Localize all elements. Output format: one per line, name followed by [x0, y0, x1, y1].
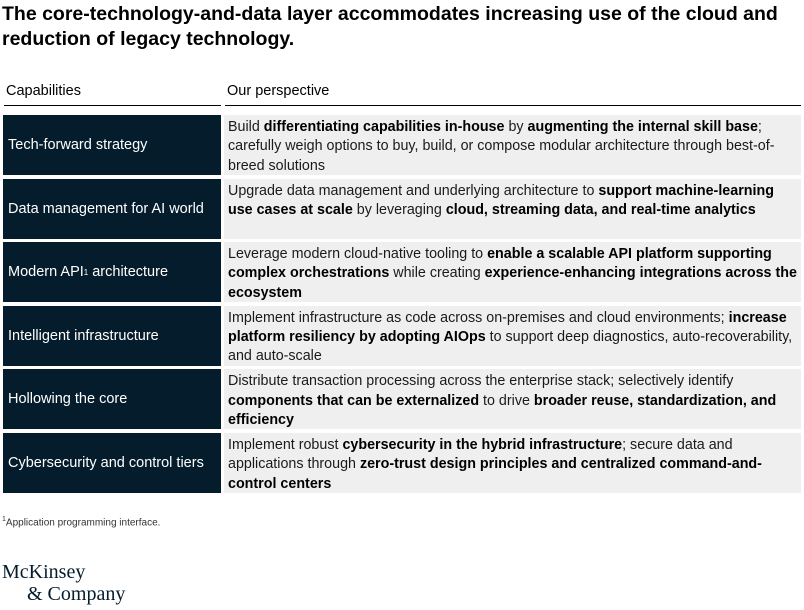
- table-row: Cybersecurity and control tiers Implement…: [0, 433, 804, 493]
- capability-cell: Intelligent infrastructure: [3, 305, 221, 366]
- table-row: Tech-forward strategy Build differentiati…: [0, 115, 804, 175]
- table-header: Capabilities Our perspective: [0, 78, 804, 106]
- capability-label: Modern API: [8, 264, 84, 281]
- perspective-emphasis: components that can be externalized: [228, 392, 480, 409]
- capability-cell: Data management for AI world: [3, 178, 221, 239]
- capability-label: Cybersecurity and control tiers: [8, 455, 204, 471]
- column-header-capabilities-label: Capabilities: [6, 83, 81, 99]
- capability-label: Data management for AI world: [8, 200, 204, 217]
- perspective-text: Distribute transaction processing across…: [228, 373, 734, 390]
- capability-label: Intelligent infrastructure: [8, 327, 159, 344]
- capability-cell: Cybersecurity and control tiers: [3, 433, 221, 493]
- logo-line-2: & Company: [27, 583, 126, 605]
- perspective-text: Build: [228, 119, 264, 135]
- perspective-emphasis: cybersecurity in the hybrid infrastructu…: [342, 437, 623, 453]
- page-title: The core-technology-and-data layer accom…: [2, 3, 778, 50]
- perspective-text: to support deep diagnostics, auto-recove…: [228, 329, 793, 365]
- column-header-perspective-label: Our perspective: [227, 83, 330, 99]
- capability-footnote-mark: 1: [83, 267, 89, 277]
- perspective-emphasis: experience-enhancing integrations across…: [228, 265, 797, 301]
- perspective-cell: Leverage modern cloud-native tooling to …: [224, 242, 801, 303]
- capability-label: Hollowing the core: [8, 391, 128, 408]
- perspective-text: Upgrade data management and underlying a…: [228, 182, 599, 199]
- footnote: 1Application programming interface.: [2, 516, 160, 528]
- perspective-text: while creating: [389, 265, 485, 282]
- perspective-cell: Implement robust cybersecurity in the hy…: [224, 433, 801, 493]
- table-row: Data management for AI world Upgrade data…: [0, 178, 804, 239]
- footnote-text: Application programming interface.: [5, 517, 161, 529]
- column-header-perspective: Our perspective: [225, 78, 801, 106]
- table-row: Hollowing the core Distribute transaction…: [0, 369, 804, 430]
- footnote-mark: 1: [2, 516, 6, 523]
- perspective-cell: Upgrade data management and underlying a…: [224, 178, 801, 239]
- perspective-text: to drive: [479, 392, 534, 409]
- capability-label-suffix: architecture: [88, 264, 169, 281]
- perspective-emphasis: zero-trust design principles and central…: [228, 456, 762, 492]
- mckinsey-logo: McKinsey & Company: [2, 561, 125, 605]
- capability-label: Tech-forward strategy: [8, 137, 148, 153]
- perspective-text: by: [504, 119, 528, 135]
- perspective-text: ; secure data and applications through: [228, 437, 733, 473]
- perspective-emphasis: augmenting the internal skill base: [527, 119, 758, 135]
- perspective-emphasis: broader reuse, standardization, and effi…: [228, 392, 777, 428]
- perspective-text: Leverage modern cloud-native tooling to: [228, 246, 488, 263]
- perspective-emphasis: increase platform resiliency by adopting…: [228, 309, 787, 346]
- perspective-emphasis: enable a scalable API platform supportin…: [228, 246, 772, 282]
- perspective-text: ; carefully weigh options to buy, build,…: [228, 119, 775, 174]
- column-header-capabilities: Capabilities: [4, 78, 221, 106]
- perspective-emphasis: support machine-learning use cases at sc…: [228, 182, 774, 218]
- table-row: Intelligent infrastructure Implement infr…: [0, 305, 804, 366]
- perspective-text: Implement robust: [228, 437, 343, 453]
- perspective-emphasis: differentiating capabilities in-house: [263, 119, 505, 135]
- capability-cell: Hollowing the core: [3, 369, 221, 430]
- capability-cell: Tech-forward strategy: [3, 115, 221, 175]
- perspective-cell: Implement infrastructure as code across …: [224, 305, 801, 366]
- logo-line-1: McKinsey: [2, 561, 86, 583]
- perspective-cell: Build differentiating capabilities in-ho…: [224, 115, 801, 175]
- perspective-text: by leveraging: [352, 201, 446, 218]
- perspective-emphasis: cloud, streaming data, and real-time ana…: [445, 201, 756, 218]
- perspective-text: Implement infrastructure as code across …: [228, 309, 729, 326]
- perspective-cell: Distribute transaction processing across…: [224, 369, 801, 430]
